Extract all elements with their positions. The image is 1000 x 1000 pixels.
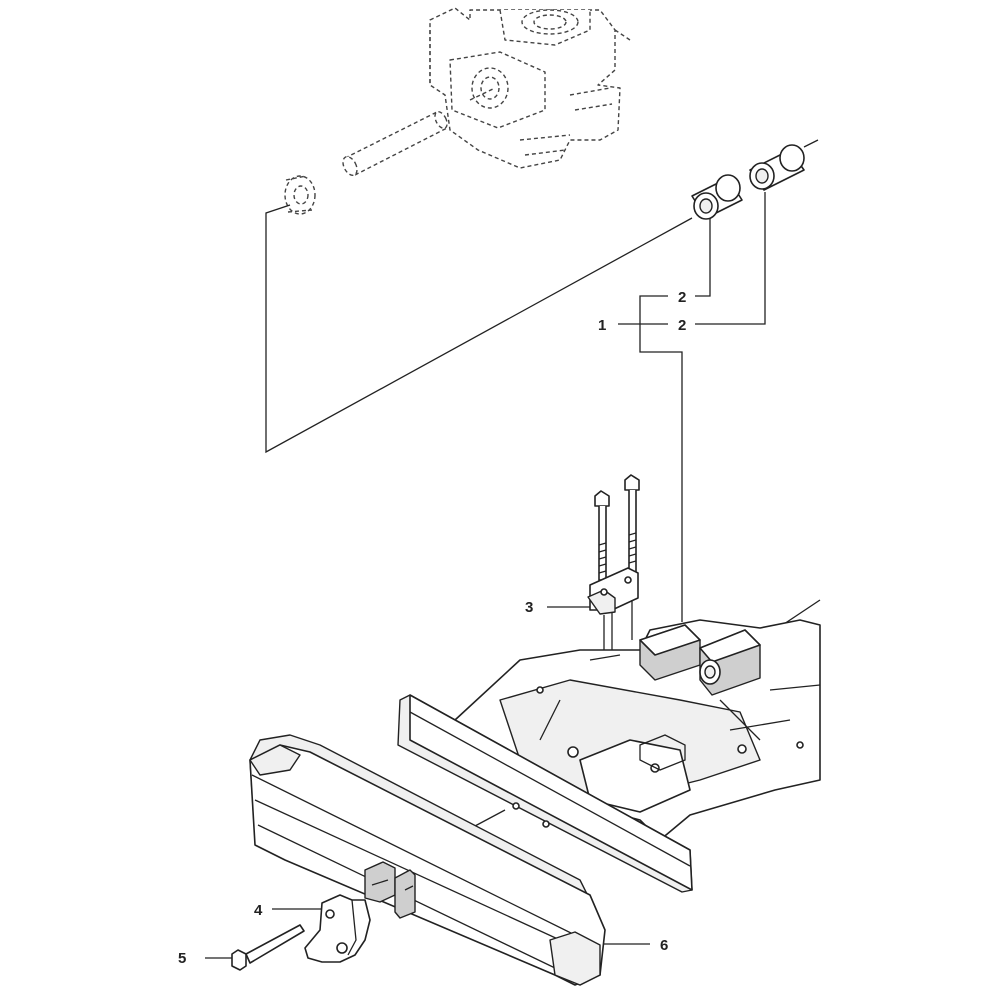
callout-2-rear: 2 [678, 317, 686, 334]
bracket [587, 567, 639, 665]
assembly-bracket-line [265, 204, 693, 454]
front-bar [397, 694, 693, 893]
reference-shaft [342, 87, 496, 177]
bushing-axis-line [803, 139, 819, 148]
reference-transaxle [429, 7, 631, 169]
callout-4: 4 [254, 902, 263, 919]
bolt-right [624, 474, 640, 573]
hitch-bolt [231, 924, 305, 971]
bushing-front [691, 174, 743, 220]
callout-3: 3 [525, 599, 533, 616]
bushing-rear [749, 144, 805, 191]
callout-6: 6 [660, 937, 668, 954]
callout-5: 5 [178, 950, 186, 967]
callout-2-front: 2 [678, 289, 686, 306]
reference-washer [284, 175, 316, 215]
bolt-left [594, 490, 610, 581]
hitch-plate [304, 894, 371, 963]
chassis-frame [454, 619, 821, 841]
bumper [249, 734, 606, 986]
callout-1: 1 [598, 317, 606, 334]
